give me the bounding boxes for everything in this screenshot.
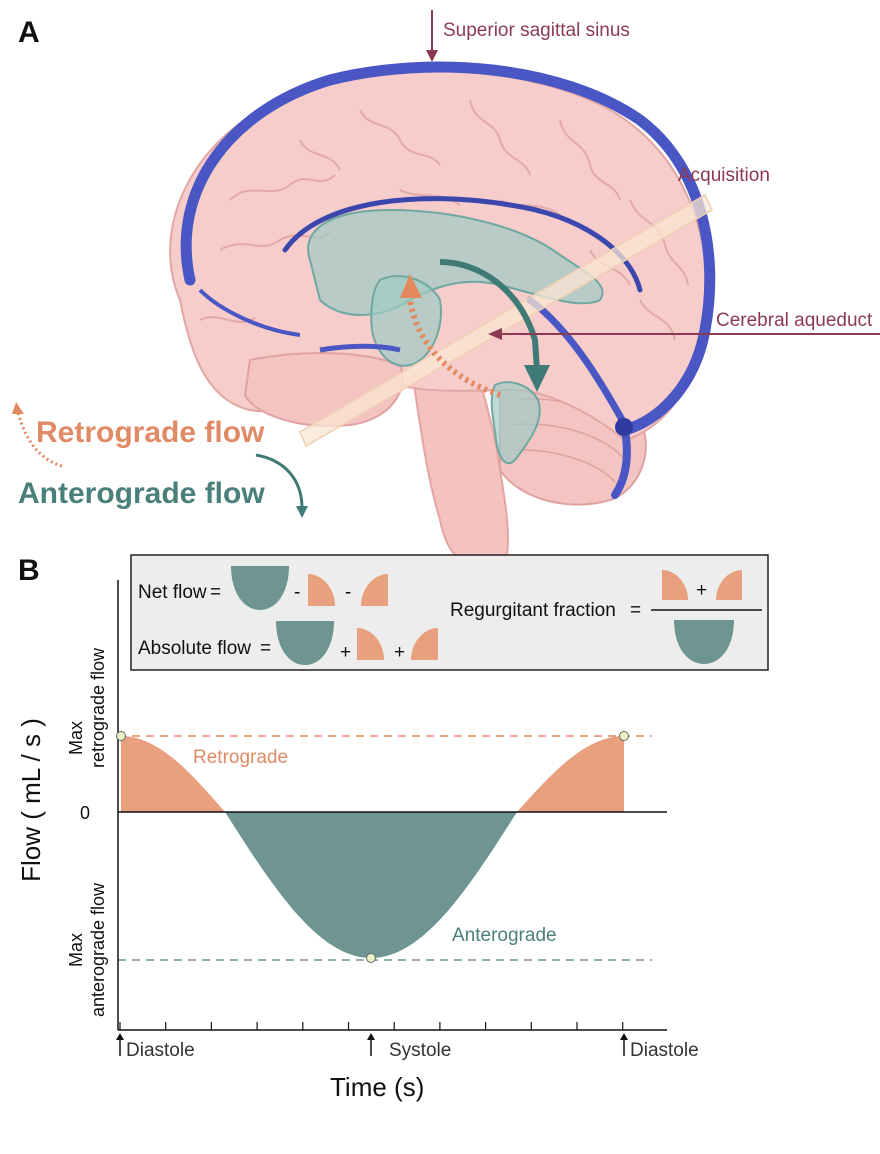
label-cerebral-aqueduct: Cerebral aqueduct xyxy=(716,310,873,331)
flow-plot: Retrograde Anterograde xyxy=(116,580,667,1031)
net-flow-equals: = xyxy=(210,582,221,603)
retrograde-arrowhead xyxy=(400,274,422,298)
torcula xyxy=(615,418,633,436)
sinus-pointer-head xyxy=(426,50,438,62)
systole-marker: Systole xyxy=(367,1033,451,1061)
y-label-max-retro-1: Max xyxy=(66,721,86,755)
label-anterograde-flow: Anterograde flow xyxy=(18,477,265,510)
marker-label-systole: Systole xyxy=(389,1040,451,1061)
rf-plus: + xyxy=(696,580,707,601)
rf-numerator-retro-shape-2 xyxy=(716,570,742,600)
brain-illustration xyxy=(169,61,716,566)
absolute-flow-retro-shape-2 xyxy=(411,628,438,660)
acquisition-plane xyxy=(299,193,713,448)
net-flow-minus-2: - xyxy=(345,582,351,603)
retrograde-legend-arrow xyxy=(16,411,63,468)
retrograde-curve-label: Retrograde xyxy=(193,747,288,768)
net-flow-retro-shape-2 xyxy=(361,574,388,606)
net-flow-retro-shape-1 xyxy=(308,574,335,606)
absolute-flow-plus-2: + xyxy=(394,642,405,663)
net-flow-label: Net flow xyxy=(138,582,207,603)
x-axis-ticks xyxy=(119,1022,624,1030)
retrograde-legend-arrowhead xyxy=(12,402,24,414)
absolute-flow-label: Absolute flow xyxy=(138,638,251,659)
absolute-flow-plus-1: + xyxy=(340,642,351,663)
marker-label-diastole-right: Diastole xyxy=(630,1040,699,1061)
retrograde-area-right xyxy=(517,736,624,812)
net-flow-minus-1: - xyxy=(294,582,300,603)
max-retrograde-marker-left xyxy=(116,731,126,741)
x-axis-title: Time (s) xyxy=(330,1072,424,1102)
panel-a-letter: A xyxy=(18,16,40,49)
marker-label-diastole-left: Diastole xyxy=(126,1040,195,1061)
absolute-flow-equals: = xyxy=(260,638,271,659)
anterograde-legend-arrow xyxy=(255,453,304,509)
aqueduct-pointer-head xyxy=(488,328,502,340)
absolute-flow-antero-shape xyxy=(276,621,334,665)
y-label-zero: 0 xyxy=(80,803,90,823)
net-flow-antero-shape xyxy=(231,566,289,610)
regurgitant-fraction-label: Regurgitant fraction xyxy=(450,600,616,621)
rf-denominator-antero-shape xyxy=(674,620,734,664)
anterograde-arrowhead xyxy=(524,365,550,392)
y-label-max-antero-1: Max xyxy=(66,933,86,967)
anterograde-legend-arrowhead xyxy=(296,506,308,518)
label-superior-sagittal-sinus: Superior sagittal sinus xyxy=(443,20,630,41)
y-label-max-antero-2: anterograde flow xyxy=(88,882,108,1017)
regurgitant-fraction-equals: = xyxy=(630,600,641,621)
internal-vein xyxy=(319,343,401,353)
fourth-ventricle xyxy=(490,381,541,465)
panel-b-letter: B xyxy=(18,554,40,587)
lower-vein xyxy=(198,288,301,337)
superior-sagittal-sinus xyxy=(180,61,716,436)
y-label-max-retro-2: retrograde flow xyxy=(88,647,108,768)
max-retrograde-marker-right xyxy=(619,731,629,741)
retrograde-area-left xyxy=(121,736,225,812)
label-retrograde-flow: Retrograde flow xyxy=(36,416,265,449)
rf-numerator-retro-shape-1 xyxy=(662,570,688,600)
anterograde-area xyxy=(225,812,517,958)
diastole-marker-right: Diastole xyxy=(620,1033,699,1061)
max-anterograde-marker xyxy=(366,953,376,963)
y-axis-title: Flow ( mL / s ) xyxy=(16,718,46,882)
absolute-flow-retro-shape-1 xyxy=(357,628,384,660)
label-acquisition: Acquisition xyxy=(678,165,770,186)
transverse-sinus xyxy=(611,426,631,499)
diastole-marker-left: Diastole xyxy=(116,1033,195,1061)
anterograde-curve-label: Anterograde xyxy=(452,925,557,946)
straight-sinus xyxy=(526,296,629,429)
